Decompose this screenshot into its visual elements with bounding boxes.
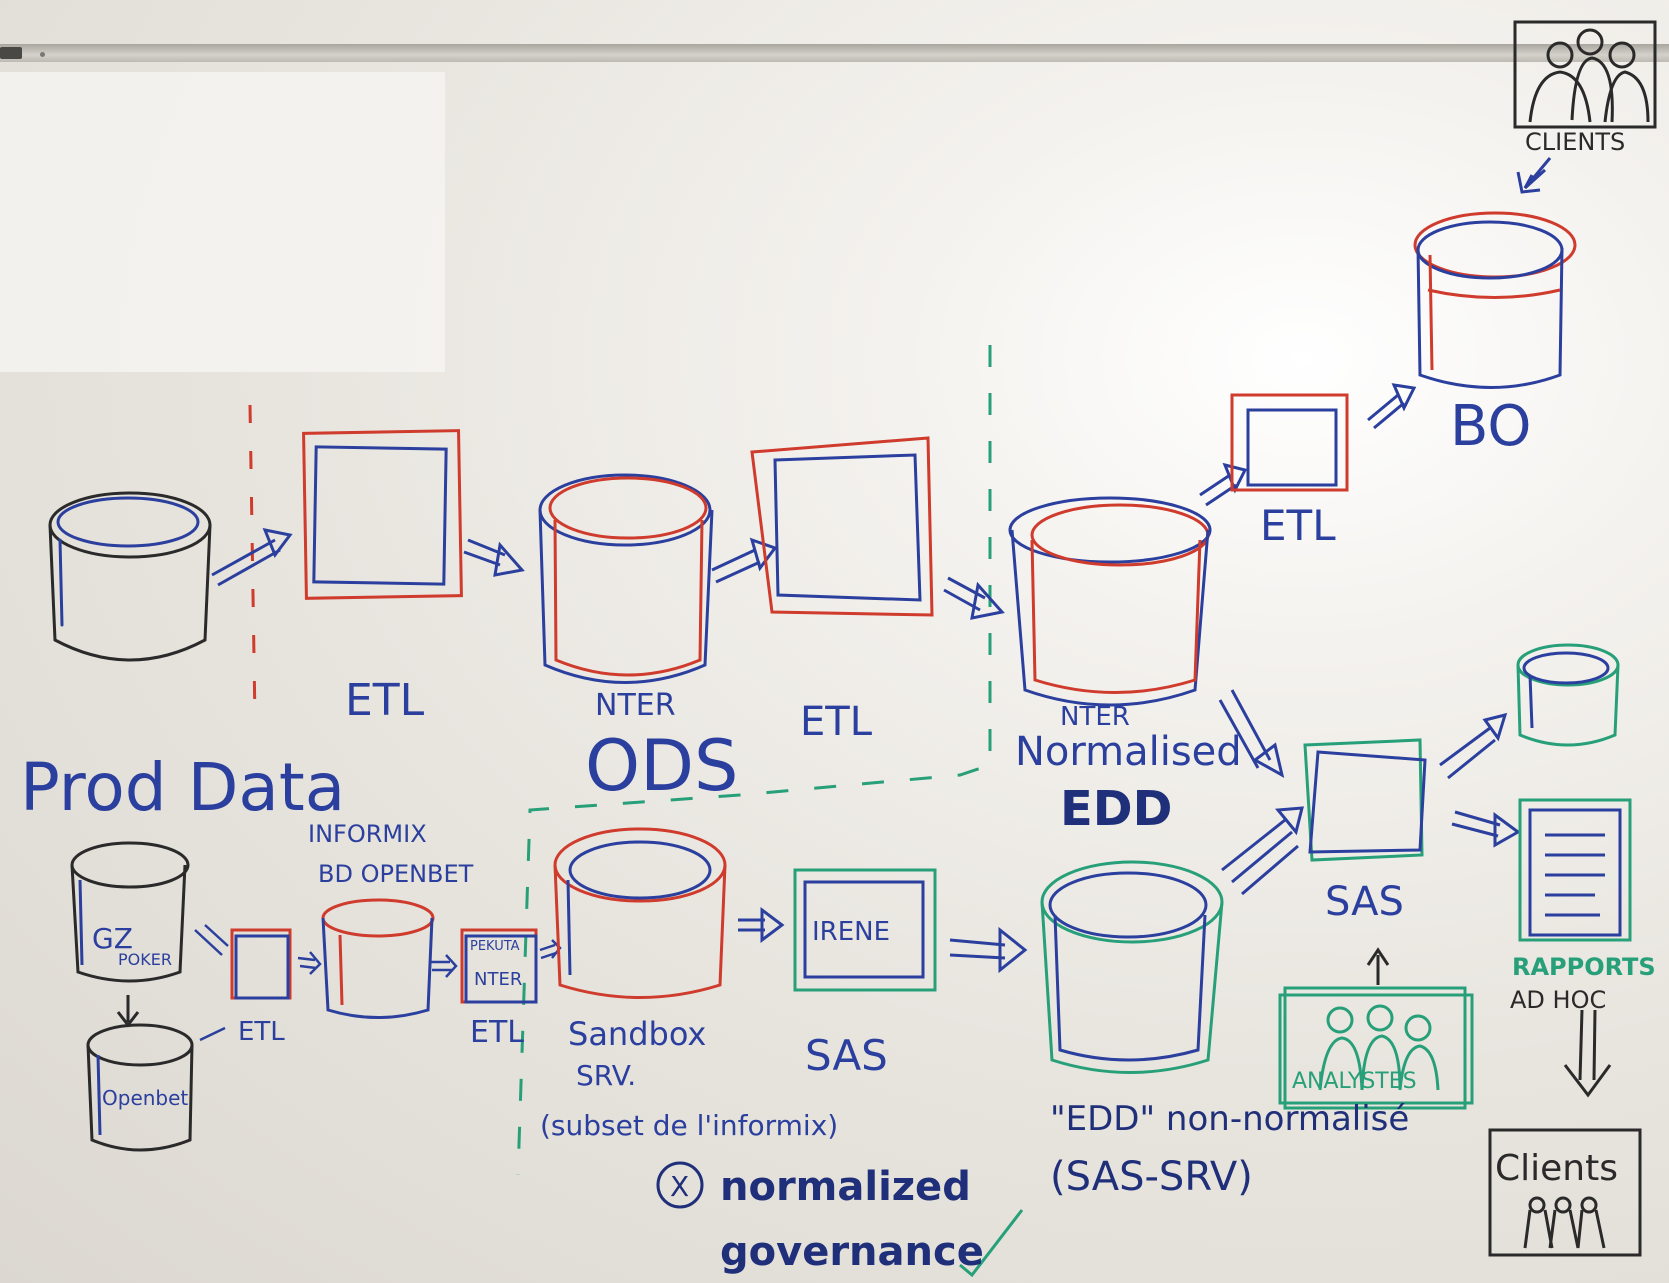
informix-label: INFORMIX [308,820,427,848]
sas-label-2: SAS [1325,879,1404,925]
nter-normalised-prefix: NTER [1060,702,1130,732]
marker-tray [0,44,1669,62]
arrow-6 [1367,383,1417,430]
etl-label-1: ETL [345,675,425,726]
analystes-frame [1278,986,1474,1110]
irene-label: IRENE [812,917,890,947]
edd-normalised-cylinder [1008,496,1212,707]
governance-label: governance [720,1229,984,1275]
arrow-pekuta [430,954,458,978]
edd-label: EDD [1060,781,1172,837]
gz-poker-cylinder [70,841,190,983]
x-mark: X [670,1170,689,1203]
etl-small-label-2: ETL [470,1015,524,1050]
arrow-gz-openbet [116,995,140,1028]
arrow-2 [463,538,525,577]
sandbox-label-2: SRV. [576,1059,636,1092]
clients-top-label: CLIENTS [1525,128,1625,156]
arrow-sas-out-1 [1439,712,1508,780]
sandbox-cylinder [553,827,727,999]
arrow-1 [211,527,293,587]
pekuta-label-1: PEKUTA [470,939,520,954]
openbet-cylinder [86,1023,194,1152]
ods-cylinder [538,473,714,684]
output-cylinder [1516,643,1620,747]
arrow-analystes-sas [1366,947,1390,985]
separator-left [248,404,257,721]
etl-box-1 [302,429,463,600]
arrow-edd-sas [1218,689,1285,778]
gz-label: GZ [92,922,133,955]
sas-box [1303,738,1427,862]
etl-box-2 [750,436,934,617]
etl-box-top [1230,393,1349,492]
arrow-sassrv-sas [1221,806,1304,896]
tray-clip [0,47,22,59]
normalized-label: normalized [720,1164,971,1210]
sandbox-label-1: Sandbox [568,1015,706,1053]
arrow-small-etl [194,924,229,1042]
etl-top-label: ETL [1260,501,1336,550]
report-document [1518,798,1632,942]
ods-boundary [516,345,992,1176]
nter-ods-label: NTER [595,688,676,723]
bo-cylinder [1413,211,1577,389]
ad-hoc-label: AD HOC [1510,986,1606,1014]
etl-label-2: ETL [800,699,873,745]
bd-openbet-label: BD OPENBET [318,860,474,888]
arrow-irene [738,907,785,943]
etl-small-label-1: ETL [238,1017,285,1047]
prod-data-cylinder [48,491,212,662]
arrow-5 [1199,462,1248,507]
normalised-label: Normalised [1015,729,1242,775]
etl-box-small-1 [230,928,292,1000]
ods-label: ODS [585,725,738,807]
openbet-label: Openbet [102,1086,188,1110]
poker-label: POKER [118,950,172,969]
arrow-rapports-clients [1563,1009,1612,1098]
prod-data-label: Prod Data [20,749,345,826]
informix-cylinder [321,898,435,1019]
check-mark [959,1209,1024,1278]
pekuta-box [460,928,538,1004]
rapports-label: RAPPORTS [1512,953,1656,981]
sas-label-1: SAS [805,1031,888,1080]
arrow-sas-out-2 [1451,810,1521,848]
clients-top-frame [1513,20,1657,129]
arrow-sandbox [539,939,562,960]
sandbox-label-3: (subset de l'informix) [540,1109,838,1142]
bo-label: BO [1450,394,1532,459]
clients-bottom-label: Clients [1495,1148,1618,1189]
arrow-4 [943,576,1005,620]
arrow-informix [297,951,322,975]
x-circle-icon [656,1161,704,1209]
analystes-label: ANALYSTES [1292,1069,1417,1094]
pekuta-label-2: NTER [474,969,522,990]
sas-srv-label: (SAS-SRV) [1050,1154,1253,1200]
tray-screw [40,52,45,57]
irene-box [793,868,937,992]
arrow-clients-bo [1516,157,1552,194]
edd-non-normalise-label: "EDD" non-normalisé [1050,1099,1409,1139]
sas-srv-cylinder [1040,860,1224,1074]
erased-area [0,72,445,372]
clients-bottom-frame [1488,1128,1642,1257]
arrow-sassrv [949,926,1028,974]
